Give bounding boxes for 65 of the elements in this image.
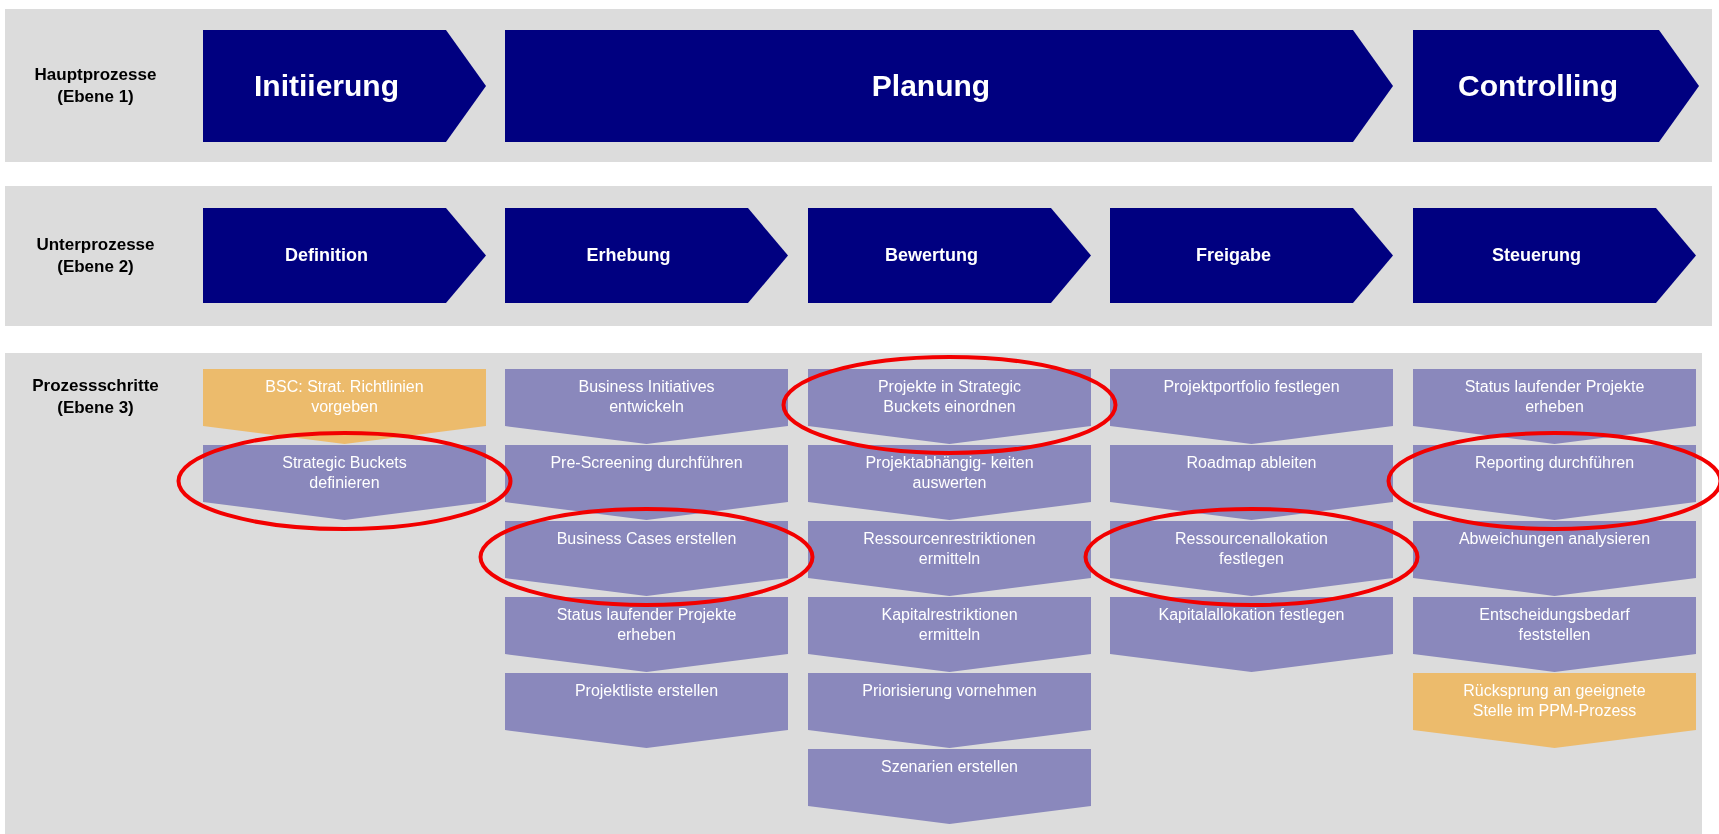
step-box xyxy=(1413,521,1696,596)
step-label: Projektliste erstellen xyxy=(573,681,720,701)
step-label: Abweichungen analysieren xyxy=(1457,529,1652,549)
phase-box xyxy=(1413,208,1696,303)
step-label: Status laufender Projekte erheben xyxy=(555,605,738,645)
step-box xyxy=(1110,369,1393,444)
step-label: Initiierung xyxy=(253,68,400,104)
step-box xyxy=(505,673,788,748)
step-box xyxy=(808,369,1091,444)
level-label: Hauptprozesse (Ebene 1) xyxy=(33,63,158,108)
step-box xyxy=(808,749,1091,824)
step-label: Projektabhängig- keiten auswerten xyxy=(864,453,1035,493)
step-label: Priorisierung vornehmen xyxy=(861,681,1038,701)
step-label: Freigabe xyxy=(1195,244,1272,267)
phase-box xyxy=(1110,208,1393,303)
step-label: Business Cases erstellen xyxy=(555,529,738,549)
step-label: Controlling xyxy=(1457,68,1619,104)
step-box xyxy=(1110,597,1393,672)
step-box xyxy=(1413,673,1696,748)
step-label: Rücksprung an geeignete Stelle im PPM-Prozess xyxy=(1462,681,1647,721)
step-label: Projektportfolio festlegen xyxy=(1162,377,1341,397)
step-label: Status laufender Projekte erheben xyxy=(1463,377,1646,417)
step-box xyxy=(505,369,788,444)
step-label: BSC: Strat. Richtlinien vorgeben xyxy=(264,377,425,417)
level-label: Prozessschritte (Ebene 3) xyxy=(31,375,160,419)
step-box xyxy=(808,673,1091,748)
step-label: Erhebung xyxy=(585,244,672,267)
step-label: Projekte in Strategic Buckets einordnen xyxy=(876,377,1023,417)
step-box xyxy=(505,445,788,520)
step-label: Ressourcenallokation festlegen xyxy=(1174,529,1329,569)
step-box xyxy=(1110,521,1393,596)
phase-box xyxy=(203,208,486,303)
step-box xyxy=(203,369,486,444)
step-label: Entscheidungsbedarf feststellen xyxy=(1478,605,1631,645)
step-label: Business Initiatives entwickeln xyxy=(577,377,716,417)
step-box xyxy=(505,521,788,596)
level-band xyxy=(5,9,1712,162)
step-box xyxy=(1413,445,1696,520)
step-label: Kapitalallokation festlegen xyxy=(1157,605,1346,625)
step-label: Kapitalrestriktionen ermitteln xyxy=(880,605,1019,645)
step-label: Strategic Buckets definieren xyxy=(281,453,408,493)
step-box xyxy=(1110,445,1393,520)
step-label: Bewertung xyxy=(884,244,979,267)
step-box xyxy=(808,597,1091,672)
level-band xyxy=(5,186,1712,326)
level-label: Unterprozesse (Ebene 2) xyxy=(35,234,156,278)
step-box xyxy=(808,445,1091,520)
step-label: Reporting durchführen xyxy=(1473,453,1636,473)
step-label: Steuerung xyxy=(1491,244,1582,267)
phase-box xyxy=(1413,30,1699,142)
phase-box xyxy=(203,30,486,142)
step-box xyxy=(1413,369,1696,444)
phase-box xyxy=(505,208,788,303)
step-label: Planung xyxy=(870,68,992,104)
step-label: Pre-Screening durchführen xyxy=(549,453,744,473)
phase-box xyxy=(808,208,1091,303)
step-label: Szenarien erstellen xyxy=(880,757,1019,777)
step-label: Ressourcenrestriktionen ermitteln xyxy=(862,529,1037,569)
step-label: Roadmap ableiten xyxy=(1185,453,1318,473)
phase-box xyxy=(505,30,1393,142)
step-box xyxy=(808,521,1091,596)
step-box xyxy=(1413,597,1696,672)
step-box xyxy=(505,597,788,672)
step-box xyxy=(203,445,486,520)
step-label: Definition xyxy=(284,244,369,267)
